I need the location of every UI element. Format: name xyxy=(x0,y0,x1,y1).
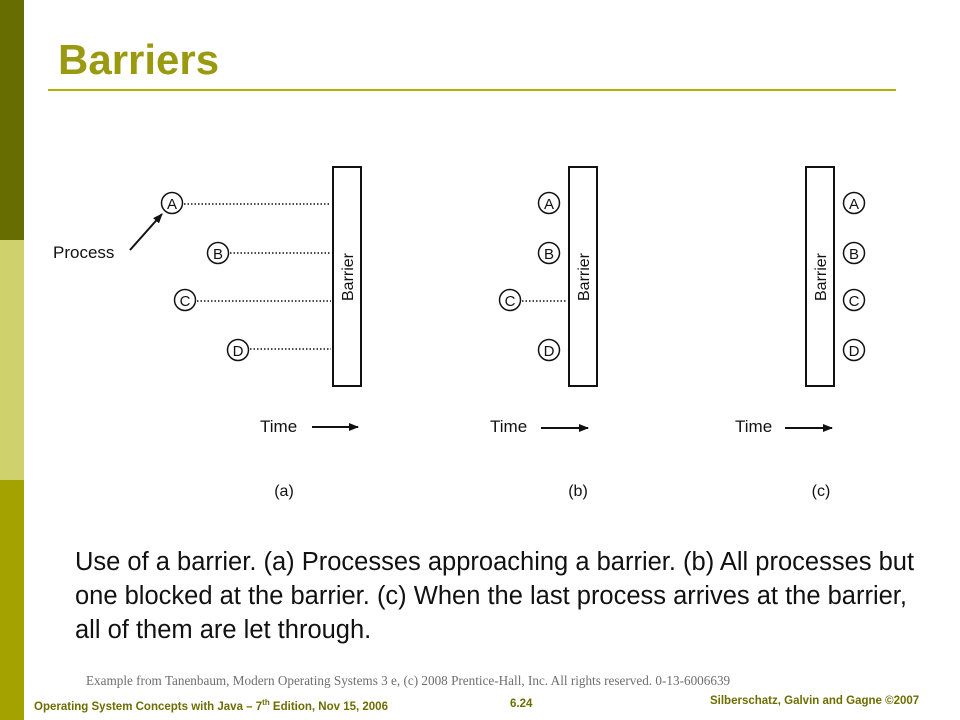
process-a-c xyxy=(173,288,197,312)
process-b-c xyxy=(498,288,522,312)
panel-a: Process Barrier A B C D Time (a) xyxy=(53,166,362,500)
source-credit: Example from Tanenbaum, Modern Operating… xyxy=(86,673,731,688)
barrier-b xyxy=(568,166,598,387)
figure-caption-text: Use of a barrier. (a) Processes approach… xyxy=(75,548,915,644)
process-a-a-label: A xyxy=(167,196,177,213)
slide-title: Barriers xyxy=(58,36,220,83)
barrier-b-label: Barrier xyxy=(576,252,593,301)
footer-authors: Silberschatz, Galvin and Gagne ©2007 xyxy=(710,695,920,707)
slide-sidebar xyxy=(0,0,24,720)
panel-b-caption: (b) xyxy=(568,483,588,500)
title-underline xyxy=(48,89,896,91)
process-a-a xyxy=(160,191,184,215)
process-a-d xyxy=(226,338,250,362)
footer-book-title: Operating System Concepts with Java – 7t… xyxy=(34,698,388,713)
panel-b: Barrier A B C D Time (b) xyxy=(490,166,598,500)
process-a-b-label: B xyxy=(213,246,223,263)
process-b-d xyxy=(537,338,561,362)
process-c-d-label: D xyxy=(849,343,860,360)
figure-caption: Use of a barrier. (a) Processes approach… xyxy=(75,545,935,647)
sidebar-block-middle xyxy=(0,240,24,480)
barrier-a xyxy=(332,166,362,387)
time-label-c: Time xyxy=(735,417,772,436)
process-c-c-label: C xyxy=(849,293,860,310)
process-b-c-label: C xyxy=(505,293,516,310)
process-c-b xyxy=(842,241,866,265)
panel-a-caption: (a) xyxy=(274,483,294,500)
process-b-d-label: D xyxy=(544,343,555,360)
sidebar-block-bottom xyxy=(0,480,24,720)
process-label: Process xyxy=(53,243,114,262)
panel-c-caption: (c) xyxy=(812,483,831,500)
process-b-b xyxy=(537,241,561,265)
footer-book-title-main: Operating System Concepts with Java – 7 xyxy=(34,700,263,713)
process-c-b-label: B xyxy=(849,246,859,263)
process-a-d-label: D xyxy=(233,343,244,360)
time-label-a: Time xyxy=(260,417,297,436)
process-b-a-label: A xyxy=(544,196,554,213)
process-b-a xyxy=(537,191,561,215)
footer-page-number: 6.24 xyxy=(510,698,533,710)
sidebar-block-top xyxy=(0,0,24,240)
process-c-a xyxy=(842,191,866,215)
process-c-c xyxy=(842,288,866,312)
process-a-c-label: C xyxy=(180,293,191,310)
process-pointer-arrow xyxy=(129,213,163,251)
process-a-b xyxy=(206,241,230,265)
barrier-a-label: Barrier xyxy=(340,252,357,301)
process-c-d xyxy=(842,338,866,362)
process-b-b-label: B xyxy=(544,246,554,263)
time-label-b: Time xyxy=(490,417,527,436)
barrier-c xyxy=(805,166,835,387)
panel-c: Barrier A B C D Time (c) xyxy=(735,166,866,500)
footer-book-title-edition: Edition, Nov 15, 2006 xyxy=(269,700,388,713)
barrier-c-label: Barrier xyxy=(813,252,830,301)
footer-book-title-sup: th xyxy=(262,698,270,707)
process-c-a-label: A xyxy=(849,196,859,213)
